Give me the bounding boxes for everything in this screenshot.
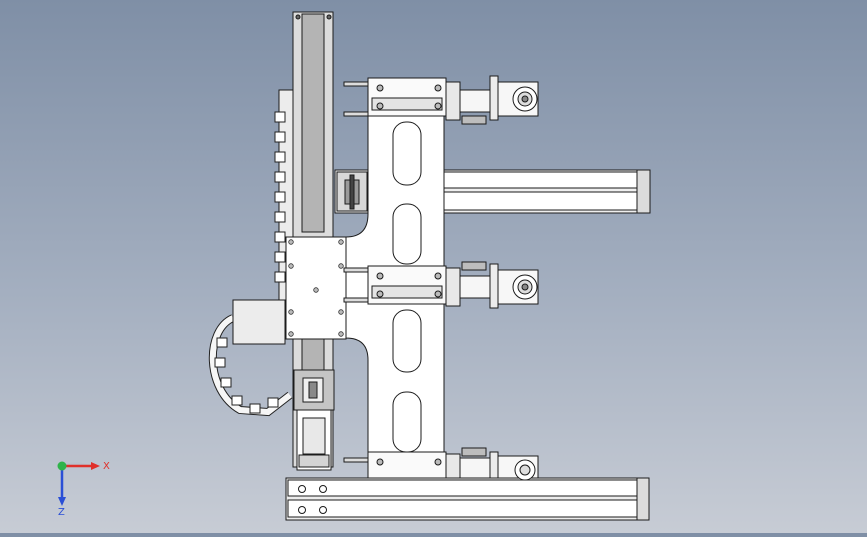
bottom-carriage: [293, 369, 335, 471]
cylinder-module-top: [343, 75, 539, 125]
drive-motor-block: [232, 299, 286, 345]
x-axis-label: X: [103, 461, 110, 472]
bottom-horizontal-rail: [285, 477, 650, 521]
z-axis-label: Z: [58, 507, 65, 516]
cylinder-module-bottom: [343, 447, 539, 481]
frame-slots: [392, 121, 422, 453]
cable-drag-chain: [208, 89, 294, 417]
orientation-triad[interactable]: X Z: [48, 452, 118, 518]
triad-graphic: X Z: [57, 461, 110, 518]
y-axis-dot: [57, 461, 67, 471]
upper-horizontal-rail: [334, 169, 651, 214]
cylinder-module-middle: [343, 261, 539, 309]
